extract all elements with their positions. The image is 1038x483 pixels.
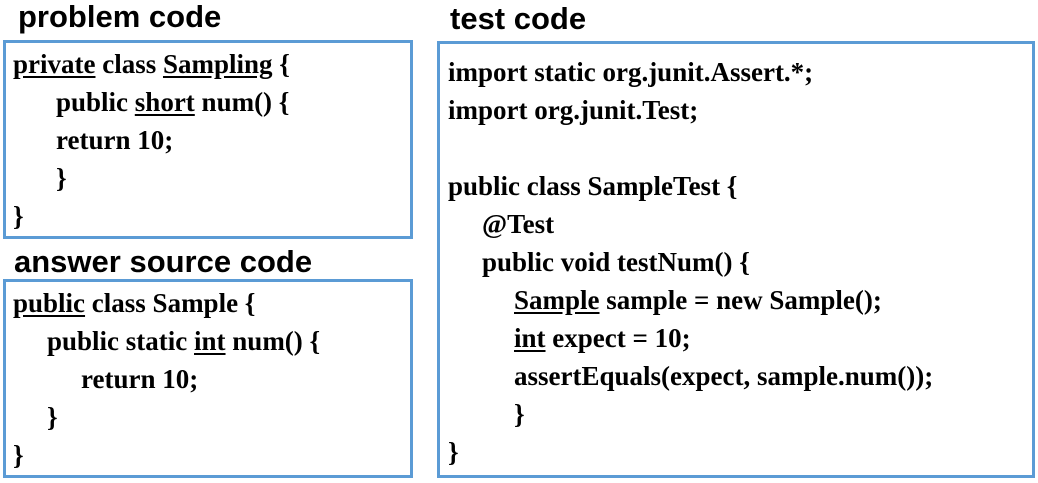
code-token: class	[95, 49, 163, 79]
code-token: }	[448, 437, 459, 467]
code-line: public static int num() {	[13, 322, 320, 360]
code-token: num() {	[194, 87, 290, 117]
problem-code-box: private class Sampling { public short nu…	[3, 40, 413, 239]
code-line: }	[13, 197, 290, 235]
code-token: num() {	[225, 326, 321, 356]
code-line: return 10;	[13, 121, 290, 159]
code-line: assertEquals(expect, sample.num());	[448, 357, 933, 395]
code-token: import org.junit.Test;	[448, 95, 699, 125]
code-token: }	[13, 201, 24, 231]
code-line: return 10;	[13, 360, 320, 398]
code-token: @Test	[482, 209, 555, 239]
problem-code-block: private class Sampling { public short nu…	[13, 45, 290, 235]
code-token-private: private	[13, 49, 96, 79]
code-token: import static org.junit.Assert.*;	[448, 57, 814, 87]
code-token: sample = new Sample();	[599, 285, 882, 315]
code-token-int: int	[514, 323, 546, 353]
problem-code-title: problem code	[18, 0, 222, 34]
code-token-sampling: Sampling	[162, 49, 273, 79]
code-line: public class SampleTest {	[448, 167, 933, 205]
code-line: import org.junit.Test;	[448, 91, 933, 129]
code-line: int expect = 10;	[448, 319, 933, 357]
code-line: private class Sampling {	[13, 45, 290, 83]
code-line: public short num() {	[13, 83, 290, 121]
code-line-blank	[448, 129, 933, 167]
answer-code-title: answer source code	[14, 244, 313, 279]
code-token-short: short	[134, 87, 195, 117]
code-token: public class SampleTest {	[448, 171, 738, 201]
code-token: }	[56, 163, 67, 193]
code-line: }	[448, 433, 933, 471]
code-token: expect = 10;	[545, 323, 691, 353]
code-token-int: int	[194, 326, 226, 356]
test-code-title: test code	[450, 1, 587, 36]
code-token-sample: Sample	[514, 285, 600, 315]
code-line: Sample sample = new Sample();	[448, 281, 933, 319]
code-token: public void testNum() {	[482, 247, 750, 277]
code-token: }	[514, 399, 525, 429]
code-token: public static	[47, 326, 195, 356]
code-line: public class Sample {	[13, 284, 320, 322]
code-line: @Test	[448, 205, 933, 243]
code-token: assertEquals(expect, sample.num());	[514, 361, 934, 391]
answer-code-block: public class Sample { public static int …	[13, 284, 320, 474]
code-line: public void testNum() {	[448, 243, 933, 281]
code-token: return 10;	[56, 125, 174, 155]
code-token: }	[13, 440, 24, 470]
code-token-public: public	[13, 288, 86, 318]
test-code-block: import static org.junit.Assert.*; import…	[448, 53, 933, 471]
code-token: {	[272, 49, 290, 79]
test-code-box: import static org.junit.Assert.*; import…	[437, 41, 1035, 478]
code-line: }	[13, 398, 320, 436]
code-token: }	[47, 402, 58, 432]
code-line: import static org.junit.Assert.*;	[448, 53, 933, 91]
code-line: }	[13, 159, 290, 197]
code-token: class Sample {	[85, 288, 256, 318]
code-token: public	[56, 87, 135, 117]
code-line: }	[448, 395, 933, 433]
code-line: }	[13, 436, 320, 474]
code-token: return 10;	[81, 364, 199, 394]
answer-code-box: public class Sample { public static int …	[3, 279, 413, 478]
